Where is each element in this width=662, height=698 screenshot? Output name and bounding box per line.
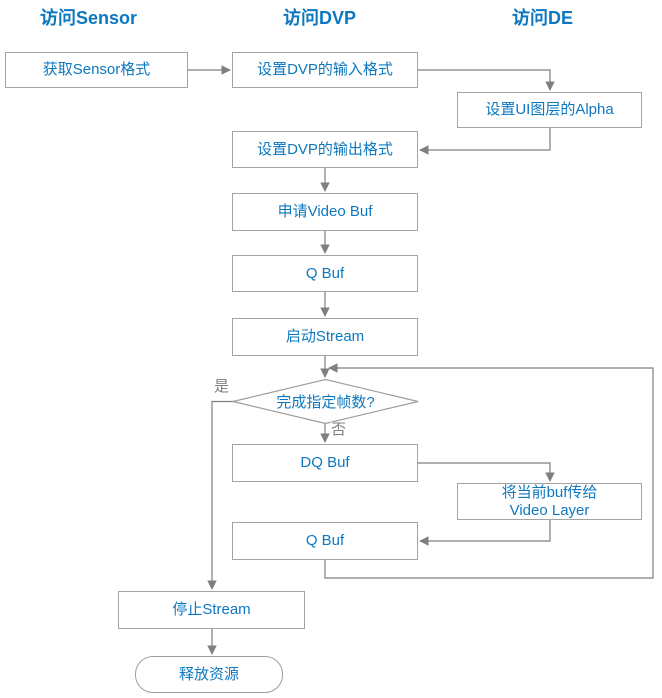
node-set-ui-layer-alpha: 设置UI图层的Alpha — [457, 92, 642, 128]
column-header-sensor: 访问Sensor — [40, 8, 138, 28]
node-decision-frames-done: 完成指定帧数? — [276, 394, 375, 411]
node-stop-stream: 停止Stream — [118, 591, 305, 629]
node-pass-buf-to-video-layer: 将当前buf传给 Video Layer — [457, 483, 642, 520]
connector-ui-alpha-to-dvp-output — [419, 128, 551, 155]
node-start-stream: 启动Stream — [232, 318, 418, 356]
node-get-sensor-format: 获取Sensor格式 — [5, 52, 188, 88]
connector-decision-yes-to-stop-stream — [207, 400, 233, 590]
column-header-dvp: 访问DVP — [283, 8, 357, 28]
node-set-dvp-output-format: 设置DVP的输出格式 — [232, 131, 418, 168]
node-q-buf-2: Q Buf — [232, 522, 418, 560]
connector-loopback-qbuf2-to-decision — [324, 363, 654, 579]
node-pass-buf-line1: 将当前buf传给 — [501, 483, 598, 501]
decision-diamond-shape — [232, 378, 419, 425]
node-set-dvp-input-format: 设置DVP的输入格式 — [232, 52, 418, 88]
column-header-de: 访问DE — [512, 8, 574, 28]
node-release-resources: 释放资源 — [135, 656, 283, 693]
connector-video-layer-to-qbuf2 — [419, 520, 551, 546]
edge-label-no: 否 — [331, 421, 347, 438]
connector-dvp-input-to-ui-alpha — [418, 69, 555, 91]
node-dq-buf: DQ Buf — [232, 444, 418, 482]
edge-label-yes: 是 — [214, 378, 230, 395]
connector-dqbuf-to-video-layer — [418, 462, 555, 482]
node-pass-buf-line2: Video Layer — [509, 501, 590, 519]
node-q-buf-1: Q Buf — [232, 255, 418, 292]
node-request-video-buf: 申请Video Buf — [232, 193, 418, 231]
